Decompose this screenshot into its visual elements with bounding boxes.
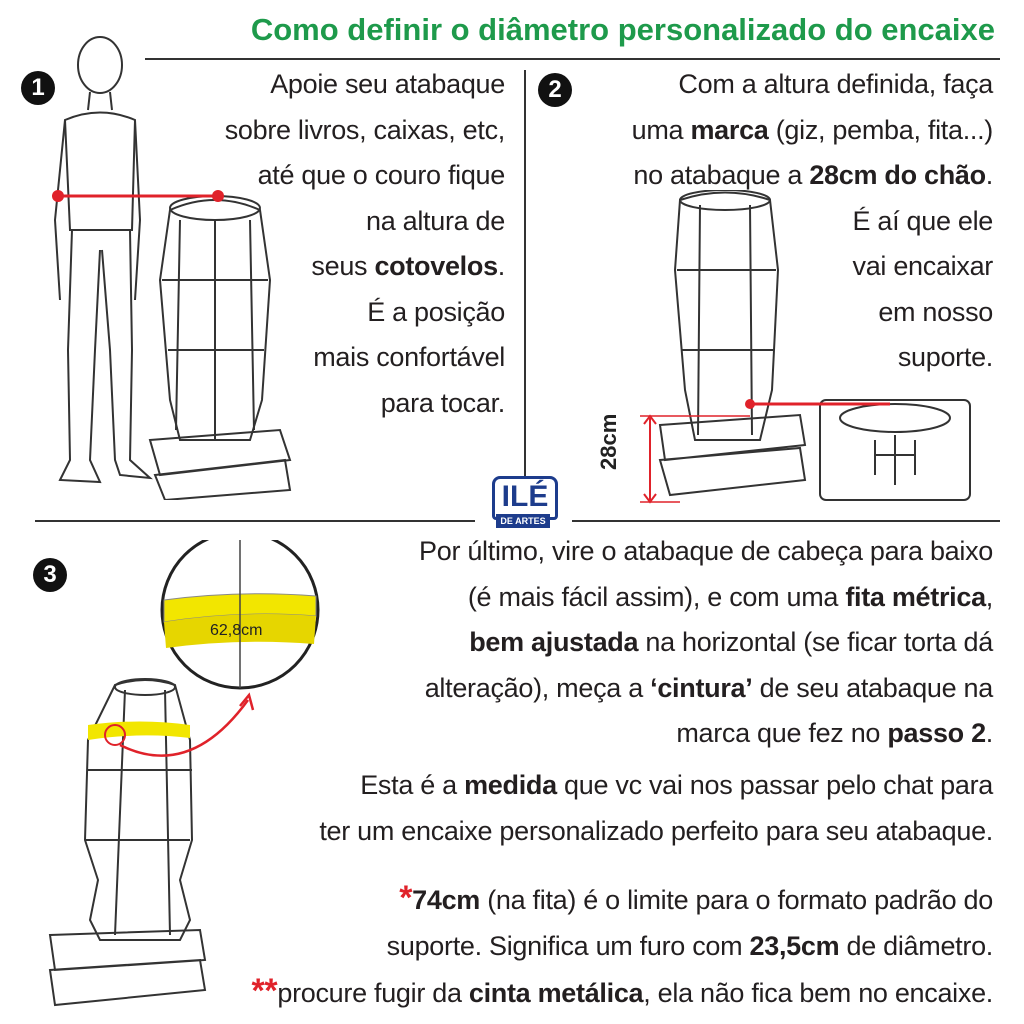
text-segment: em nosso (878, 296, 993, 327)
page-title: Como definir o diâmetro personalizado do… (250, 12, 995, 47)
text-segment: Com a altura definida, faça (678, 69, 993, 99)
text-segment: seus (311, 251, 375, 281)
asterisk: ** (251, 972, 278, 1010)
text-segment: até que o couro fique (257, 160, 506, 190)
asterisk: * (399, 879, 413, 917)
text-segment: vai encaixar (852, 251, 994, 281)
text-segment: É a posição (367, 296, 505, 327)
bold-text: marca (690, 114, 769, 145)
text-segment: marca que fez no (676, 718, 888, 748)
text-line: marca que fez no passo 2. (419, 711, 993, 757)
step-3-text: Por último, vire o atabaque de cabeça pa… (419, 529, 993, 757)
text-line: **procure fugir da cinta metálica, ela n… (251, 969, 993, 1017)
text-segment: ter um encaixe personalizado perfeito pa… (319, 815, 993, 846)
logo-sub: DE ARTES (496, 514, 550, 528)
text-segment: suporte. (897, 342, 993, 372)
text-line: *74cm (na fita) é o limite para o format… (251, 876, 993, 924)
text-segment: . (985, 160, 994, 190)
text-segment: (é mais fácil assim), e com uma (467, 581, 846, 612)
text-segment: uma (631, 114, 691, 145)
text-line: em nosso (632, 290, 993, 336)
step-3-badge: 3 (33, 558, 67, 592)
title-divider (145, 58, 1000, 60)
step-1-illustration (52, 36, 292, 500)
text-segment: mais confortável (313, 342, 505, 372)
text-line: seus cotovelos. (225, 244, 505, 290)
bold-text: 28cm do chão (809, 160, 986, 190)
text-line: Por último, vire o atabaque de cabeça pa… (419, 529, 993, 575)
bold-text: 23,5cm (749, 930, 840, 961)
text-segment: . (497, 251, 506, 281)
horizontal-divider-right (572, 520, 1000, 522)
text-segment: , (985, 581, 994, 612)
text-line: suporte. Significa um furo com 23,5cm de… (251, 924, 994, 970)
ile-de-artes-logo: ILÉ DE ARTES (480, 462, 566, 532)
text-line: É aí que ele (632, 199, 993, 245)
text-segment: de seu atabaque na (752, 672, 994, 703)
text-line: sobre livros, caixas, etc, (224, 108, 506, 154)
step-2-illustration (640, 190, 971, 504)
step-3-illustration (48, 540, 320, 1007)
text-segment: Por último, vire o atabaque de cabeça pa… (419, 536, 993, 566)
text-line: na altura de (225, 199, 505, 245)
bold-text: fita métrica (845, 581, 986, 612)
text-line: ter um encaixe personalizado perfeito pa… (319, 809, 993, 855)
text-line: para tocar. (225, 381, 506, 427)
text-segment: Apoie seu atabaque (270, 69, 505, 99)
text-line: vai encaixar (632, 244, 994, 290)
text-line: até que o couro fique (225, 153, 506, 199)
bold-text: passo 2 (887, 718, 986, 748)
text-line: mais confortável (225, 335, 505, 381)
step-2-badge: 2 (538, 73, 572, 107)
bold-text: medida (464, 770, 557, 800)
height-label: 28cm (596, 413, 621, 470)
text-line: bem ajustada na horizontal (se ficar tor… (419, 620, 993, 666)
step-3-measure-text: Esta é a medida que vc vai nos passar pe… (319, 763, 993, 854)
text-segment: (na fita) é o limite para o formato padr… (480, 885, 993, 915)
bold-text: bem ajustada (469, 627, 639, 657)
text-segment: . (985, 718, 994, 748)
text-line: alteração), meça a ‘cintura’ de seu atab… (419, 666, 994, 712)
text-segment: suporte. Significa um furo com (386, 930, 750, 961)
text-line: uma marca (giz, pemba, fita...) (631, 108, 994, 154)
step-3-notes: *74cm (na fita) é o limite para o format… (251, 876, 993, 1017)
vertical-divider (524, 70, 526, 505)
text-segment: para tocar. (380, 387, 506, 418)
text-segment: na horizontal (se ficar torta dá (638, 627, 993, 657)
text-line: no atabaque a 28cm do chão. (632, 153, 993, 199)
text-line: Esta é a medida que vc vai nos passar pe… (319, 763, 993, 809)
text-line: É a posição (225, 290, 505, 336)
text-segment: de diâmetro. (839, 930, 994, 961)
text-segment: que vc vai nos passar pelo chat para (556, 770, 993, 800)
bold-text: ‘cintura’ (650, 672, 753, 703)
step-2-text: Com a altura definida, faça uma marca (gi… (631, 62, 994, 381)
bold-text: cinta metálica (468, 978, 644, 1008)
bold-text: 74cm (412, 885, 481, 915)
text-line: (é mais fácil assim), e com uma fita mét… (419, 575, 993, 621)
bold-text: cotovelos (374, 251, 498, 281)
text-segment: sobre livros, caixas, etc, (224, 114, 506, 145)
text-segment: no atabaque a (633, 160, 810, 190)
text-segment: procure fugir da (277, 978, 469, 1008)
text-line: suporte. (632, 335, 993, 381)
step-1-text: Apoie seu atabaque sobre livros, caixas, … (224, 62, 506, 427)
text-segment: , ela não fica bem no encaixe. (643, 978, 993, 1008)
tape-reading: 62,8cm (210, 622, 263, 639)
text-segment: (giz, pemba, fita...) (768, 114, 994, 145)
step-1-badge: 1 (21, 71, 55, 105)
text-segment: Esta é a (360, 770, 465, 800)
text-line: Com a altura definida, faça (632, 62, 993, 108)
text-line: Apoie seu atabaque (225, 62, 505, 108)
horizontal-divider-left (35, 520, 475, 522)
text-segment: É aí que ele (852, 205, 993, 236)
text-segment: alteração), meça a (424, 672, 651, 703)
text-segment: na altura de (365, 205, 505, 236)
